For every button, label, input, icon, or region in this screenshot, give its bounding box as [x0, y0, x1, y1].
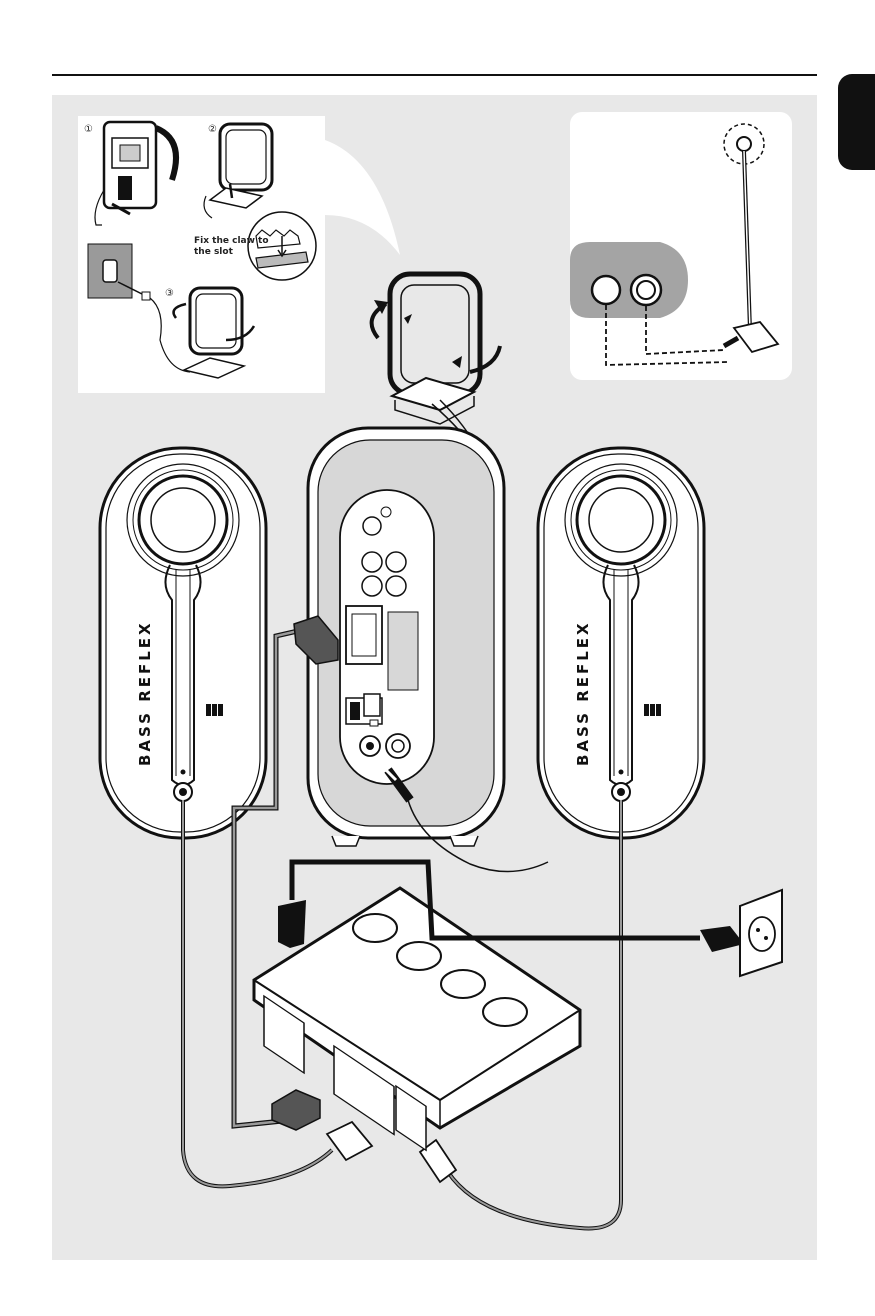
step-3-number: ③: [165, 288, 174, 299]
fm-antenna-group: [570, 124, 778, 365]
step-1-number: ①: [84, 124, 93, 135]
am-step-2: ②: [204, 124, 272, 218]
right-speaker: BASS REFLEX: [538, 448, 704, 838]
wall-socket-icon: [740, 890, 782, 976]
zoom-callout: [325, 140, 400, 255]
step-2-number: ②: [208, 124, 217, 135]
data-plug[interactable]: [272, 1090, 320, 1130]
right-speaker-label: BASS REFLEX: [574, 620, 592, 766]
claw-instruction: Fix the claw to the slot: [194, 236, 274, 258]
main-unit-data-port[interactable]: [346, 606, 382, 664]
main-unit-rear: [308, 428, 548, 872]
am-step-1: ①: [84, 122, 176, 225]
left-speaker: BASS REFLEX: [100, 448, 266, 838]
am-step-3: ③: [88, 244, 254, 378]
power-connector[interactable]: [278, 900, 306, 948]
am-antenna-socket: [592, 276, 620, 304]
power-plug-icon[interactable]: [700, 926, 744, 952]
left-speaker-plug[interactable]: [327, 1122, 372, 1160]
left-speaker-label: BASS REFLEX: [136, 620, 154, 766]
